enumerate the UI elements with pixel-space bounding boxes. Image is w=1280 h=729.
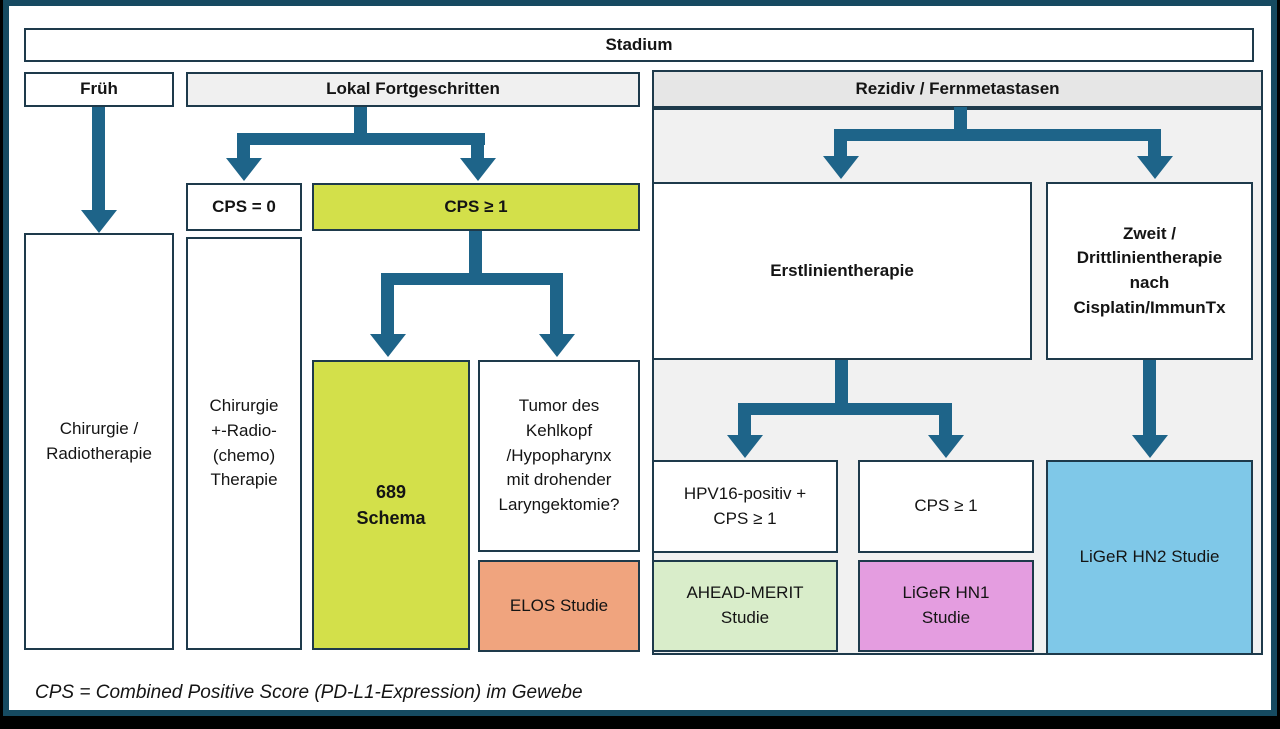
schema-689-box: 689 Schema bbox=[312, 360, 470, 650]
cps-ge1-box: CPS ≥ 1 bbox=[312, 183, 640, 231]
tumor-kehlkopf-box: Tumor des Kehlkopf /Hypopharynx mit droh… bbox=[478, 360, 640, 552]
cps-ge1-second-box: CPS ≥ 1 bbox=[858, 460, 1034, 553]
cps0-box: CPS = 0 bbox=[186, 183, 302, 231]
branch-lokal-box: Lokal Fortgeschritten bbox=[186, 72, 640, 107]
liger-hn1-box: LiGeR HN1 Studie bbox=[858, 560, 1034, 652]
erstlinientherapie-box: Erstlinientherapie bbox=[652, 182, 1032, 360]
ahead-merit-box: AHEAD-MERIT Studie bbox=[652, 560, 838, 652]
elos-studie-box: ELOS Studie bbox=[478, 560, 640, 652]
chirurgie-chemo-box: Chirurgie +-Radio- (chemo) Therapie bbox=[186, 237, 302, 650]
branch-frueh-box: Früh bbox=[24, 72, 174, 107]
hpv16-cps-box: HPV16-positiv + CPS ≥ 1 bbox=[652, 460, 838, 553]
cps-footnote: CPS = Combined Positive Score (PD-L1-Exp… bbox=[35, 682, 583, 703]
stage-header-box: Stadium bbox=[24, 28, 1254, 62]
branch-rezidiv-box: Rezidiv / Fernmetastasen bbox=[652, 70, 1263, 108]
zweitlinientherapie-box: Zweit / Drittlinientherapie nach Cisplat… bbox=[1046, 182, 1253, 360]
liger-hn2-box: LiGeR HN2 Studie bbox=[1046, 460, 1253, 655]
chirurgie-radiotherapie-box: Chirurgie / Radiotherapie bbox=[24, 233, 174, 650]
